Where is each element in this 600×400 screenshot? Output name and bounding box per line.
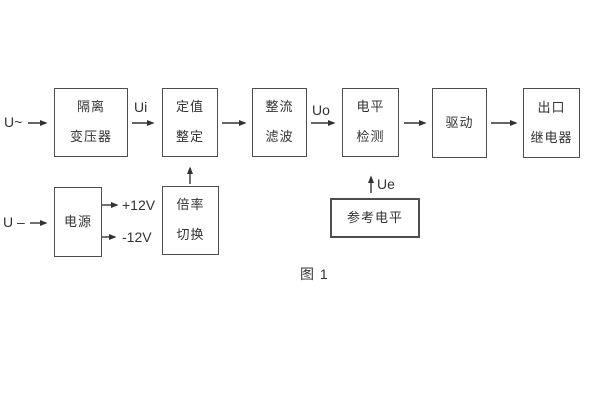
- rail-pos-label: +12V: [122, 197, 156, 213]
- block-output-relay-line1: 出口: [537, 99, 566, 115]
- block-output-relay: 出口 继电器: [523, 88, 580, 158]
- rail-neg-label: -12V: [122, 229, 152, 245]
- block-ratio-switch-line2: 切换: [176, 227, 205, 242]
- block-level-detect-line2: 检测: [356, 129, 385, 144]
- block-level-detect-line1: 电平: [356, 99, 385, 115]
- block-reference-level: 参考电平: [330, 198, 420, 238]
- block-driver-label: 驱动: [445, 114, 474, 130]
- block-power-supply-label: 电源: [63, 213, 92, 229]
- block-setting-adjust-line2: 整定: [175, 129, 204, 144]
- signal-ui-label: Ui: [134, 99, 148, 115]
- block-isolation-transformer: 隔离 变压器: [54, 88, 128, 157]
- block-level-detect: 电平 检测: [342, 88, 399, 157]
- block-rectifier-filter-line1: 整流: [265, 99, 294, 115]
- block-ratio-switch-line1: 倍率: [176, 197, 205, 213]
- block-rectifier-filter-line2: 滤波: [265, 129, 294, 144]
- block-driver: 驱动: [432, 88, 487, 158]
- block-isolation-transformer-line2: 变压器: [69, 129, 112, 144]
- block-output-relay-line2: 继电器: [530, 129, 573, 145]
- figure-caption: 图 1: [300, 266, 329, 282]
- signal-ue-label: Ue: [377, 176, 395, 192]
- block-isolation-transformer-line1: 隔离: [76, 99, 105, 115]
- signal-uo-label: Uo: [312, 102, 330, 118]
- block-ratio-switch: 倍率 切换: [162, 186, 219, 255]
- block-reference-level-label: 参考电平: [346, 209, 403, 225]
- input-ac-label: U~: [4, 114, 23, 130]
- block-setting-adjust: 定值 整定: [162, 88, 218, 157]
- block-setting-adjust-line1: 定值: [175, 99, 204, 115]
- block-rectifier-filter: 整流 滤波: [252, 88, 307, 157]
- input-dc-label: U –: [3, 214, 25, 230]
- block-power-supply: 电源: [54, 187, 102, 257]
